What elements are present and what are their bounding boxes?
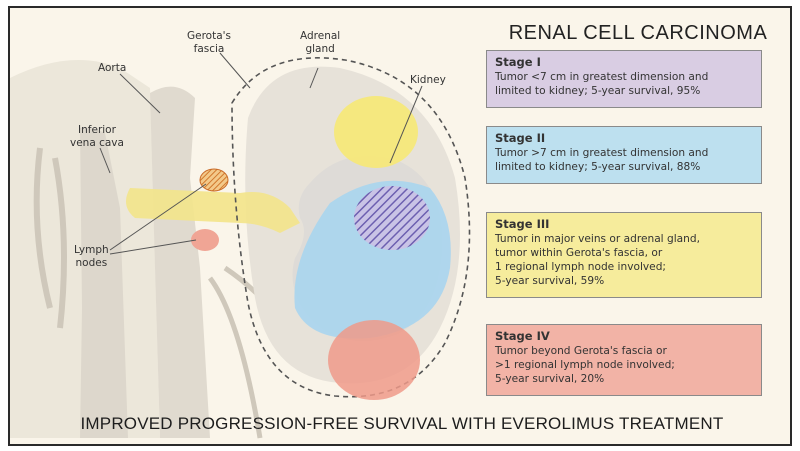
lymph-leader-lower xyxy=(109,239,197,255)
stage-description: Tumor >7 cm in greatest dimension and li… xyxy=(495,147,709,174)
stage-description: Tumor in major veins or adrenal gland, t… xyxy=(495,233,700,288)
stage-i-tumor xyxy=(354,186,430,250)
stage-box-1: Stage I Tumor <7 cm in greatest dimensio… xyxy=(486,50,762,108)
footer-caption: IMPROVED PROGRESSION-FREE SURVIVAL WITH … xyxy=(80,414,724,433)
lymph-leader-upper xyxy=(109,183,207,251)
lymph-node-upper xyxy=(199,168,229,192)
stage-title: Stage IV xyxy=(495,329,550,343)
stage-title: Stage III xyxy=(495,217,550,231)
label-lymph-nodes: Lymph nodes xyxy=(74,244,109,269)
anatomy-illustration xyxy=(10,52,471,439)
inferior-vena-cava xyxy=(80,127,128,439)
fascia-leader xyxy=(219,52,251,89)
stage-title: Stage II xyxy=(495,131,546,145)
vessel-branches xyxy=(33,147,67,329)
aorta-leader xyxy=(119,73,161,114)
stage-title: Stage I xyxy=(495,55,541,69)
aorta xyxy=(150,86,210,439)
renal-vein xyxy=(126,188,300,233)
stage-box-3: Stage III Tumor in major veins or adrena… xyxy=(486,212,762,298)
label-adrenal-gland: Adrenal gland xyxy=(300,30,341,55)
label-aorta: Aorta xyxy=(98,62,127,74)
label-inferior-vena-cava: Inferior vena cava xyxy=(70,124,124,149)
label-gerotas-fascia: Gerota's fascia xyxy=(187,30,232,55)
stage-description: Tumor <7 cm in greatest dimension and li… xyxy=(495,71,709,98)
lymph-node-lower xyxy=(191,229,219,251)
stage-description: Tumor beyond Gerota's fascia or >1 regio… xyxy=(495,345,675,386)
vena-cava-leader xyxy=(99,147,111,174)
kidney-leader xyxy=(389,85,423,164)
main-title: RENAL CELL CARCINOMA xyxy=(508,22,768,44)
figure-border: Aorta Gerota's fascia Adrenal gland Kidn… xyxy=(8,6,792,446)
adrenal-leader xyxy=(309,67,319,89)
stage-box-4: Stage IV Tumor beyond Gerota's fascia or… xyxy=(486,324,762,396)
stage-box-2: Stage II Tumor >7 cm in greatest dimensi… xyxy=(486,126,762,184)
stage-iii-adrenal-tumor xyxy=(334,96,418,168)
stage-iv-tumor xyxy=(328,320,420,400)
label-kidney: Kidney xyxy=(410,74,446,86)
